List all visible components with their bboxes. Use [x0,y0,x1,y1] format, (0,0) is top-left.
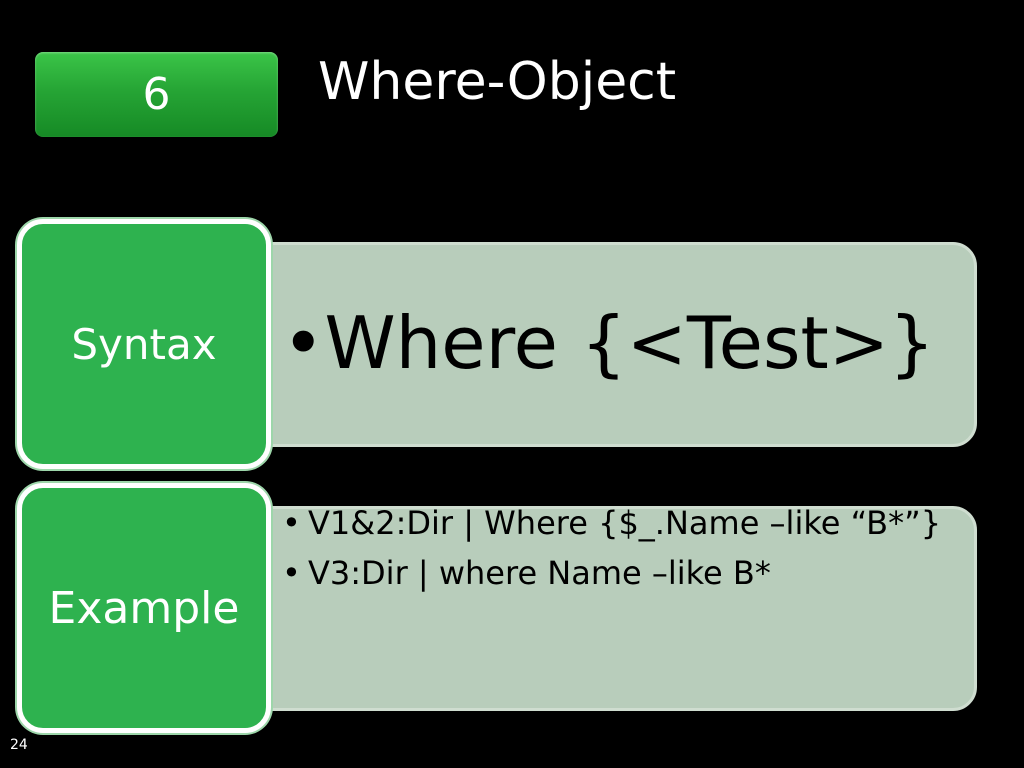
syntax-content-panel [235,242,977,447]
example-bullet: • [282,504,301,542]
syntax-line: •Where {<Test>} [282,298,935,388]
syntax-bullet: • [282,301,325,385]
example-label-box: Example [17,483,271,733]
syntax-text: Where {<Test>} [324,301,935,385]
slide-number-text: 6 [142,69,171,120]
example-content-panel [235,506,977,711]
example-list: • V1&2:Dir | Where {$_.Name –like “B*”} … [282,504,962,604]
syntax-label: Syntax [71,319,217,369]
example-text: V3:Dir | where Name –like B* [308,554,771,592]
example-item: • V3:Dir | where Name –like B* [282,554,962,592]
syntax-label-box: Syntax [17,219,271,469]
slide-number-badge: 6 [35,52,278,137]
example-item: • V1&2:Dir | Where {$_.Name –like “B*”} [282,504,962,542]
example-text: V1&2:Dir | Where {$_.Name –like “B*”} [308,504,942,542]
example-bullet: • [282,554,301,592]
page-number: 24 [10,737,28,753]
slide-title: Where-Object [318,52,677,112]
example-label: Example [48,582,240,634]
